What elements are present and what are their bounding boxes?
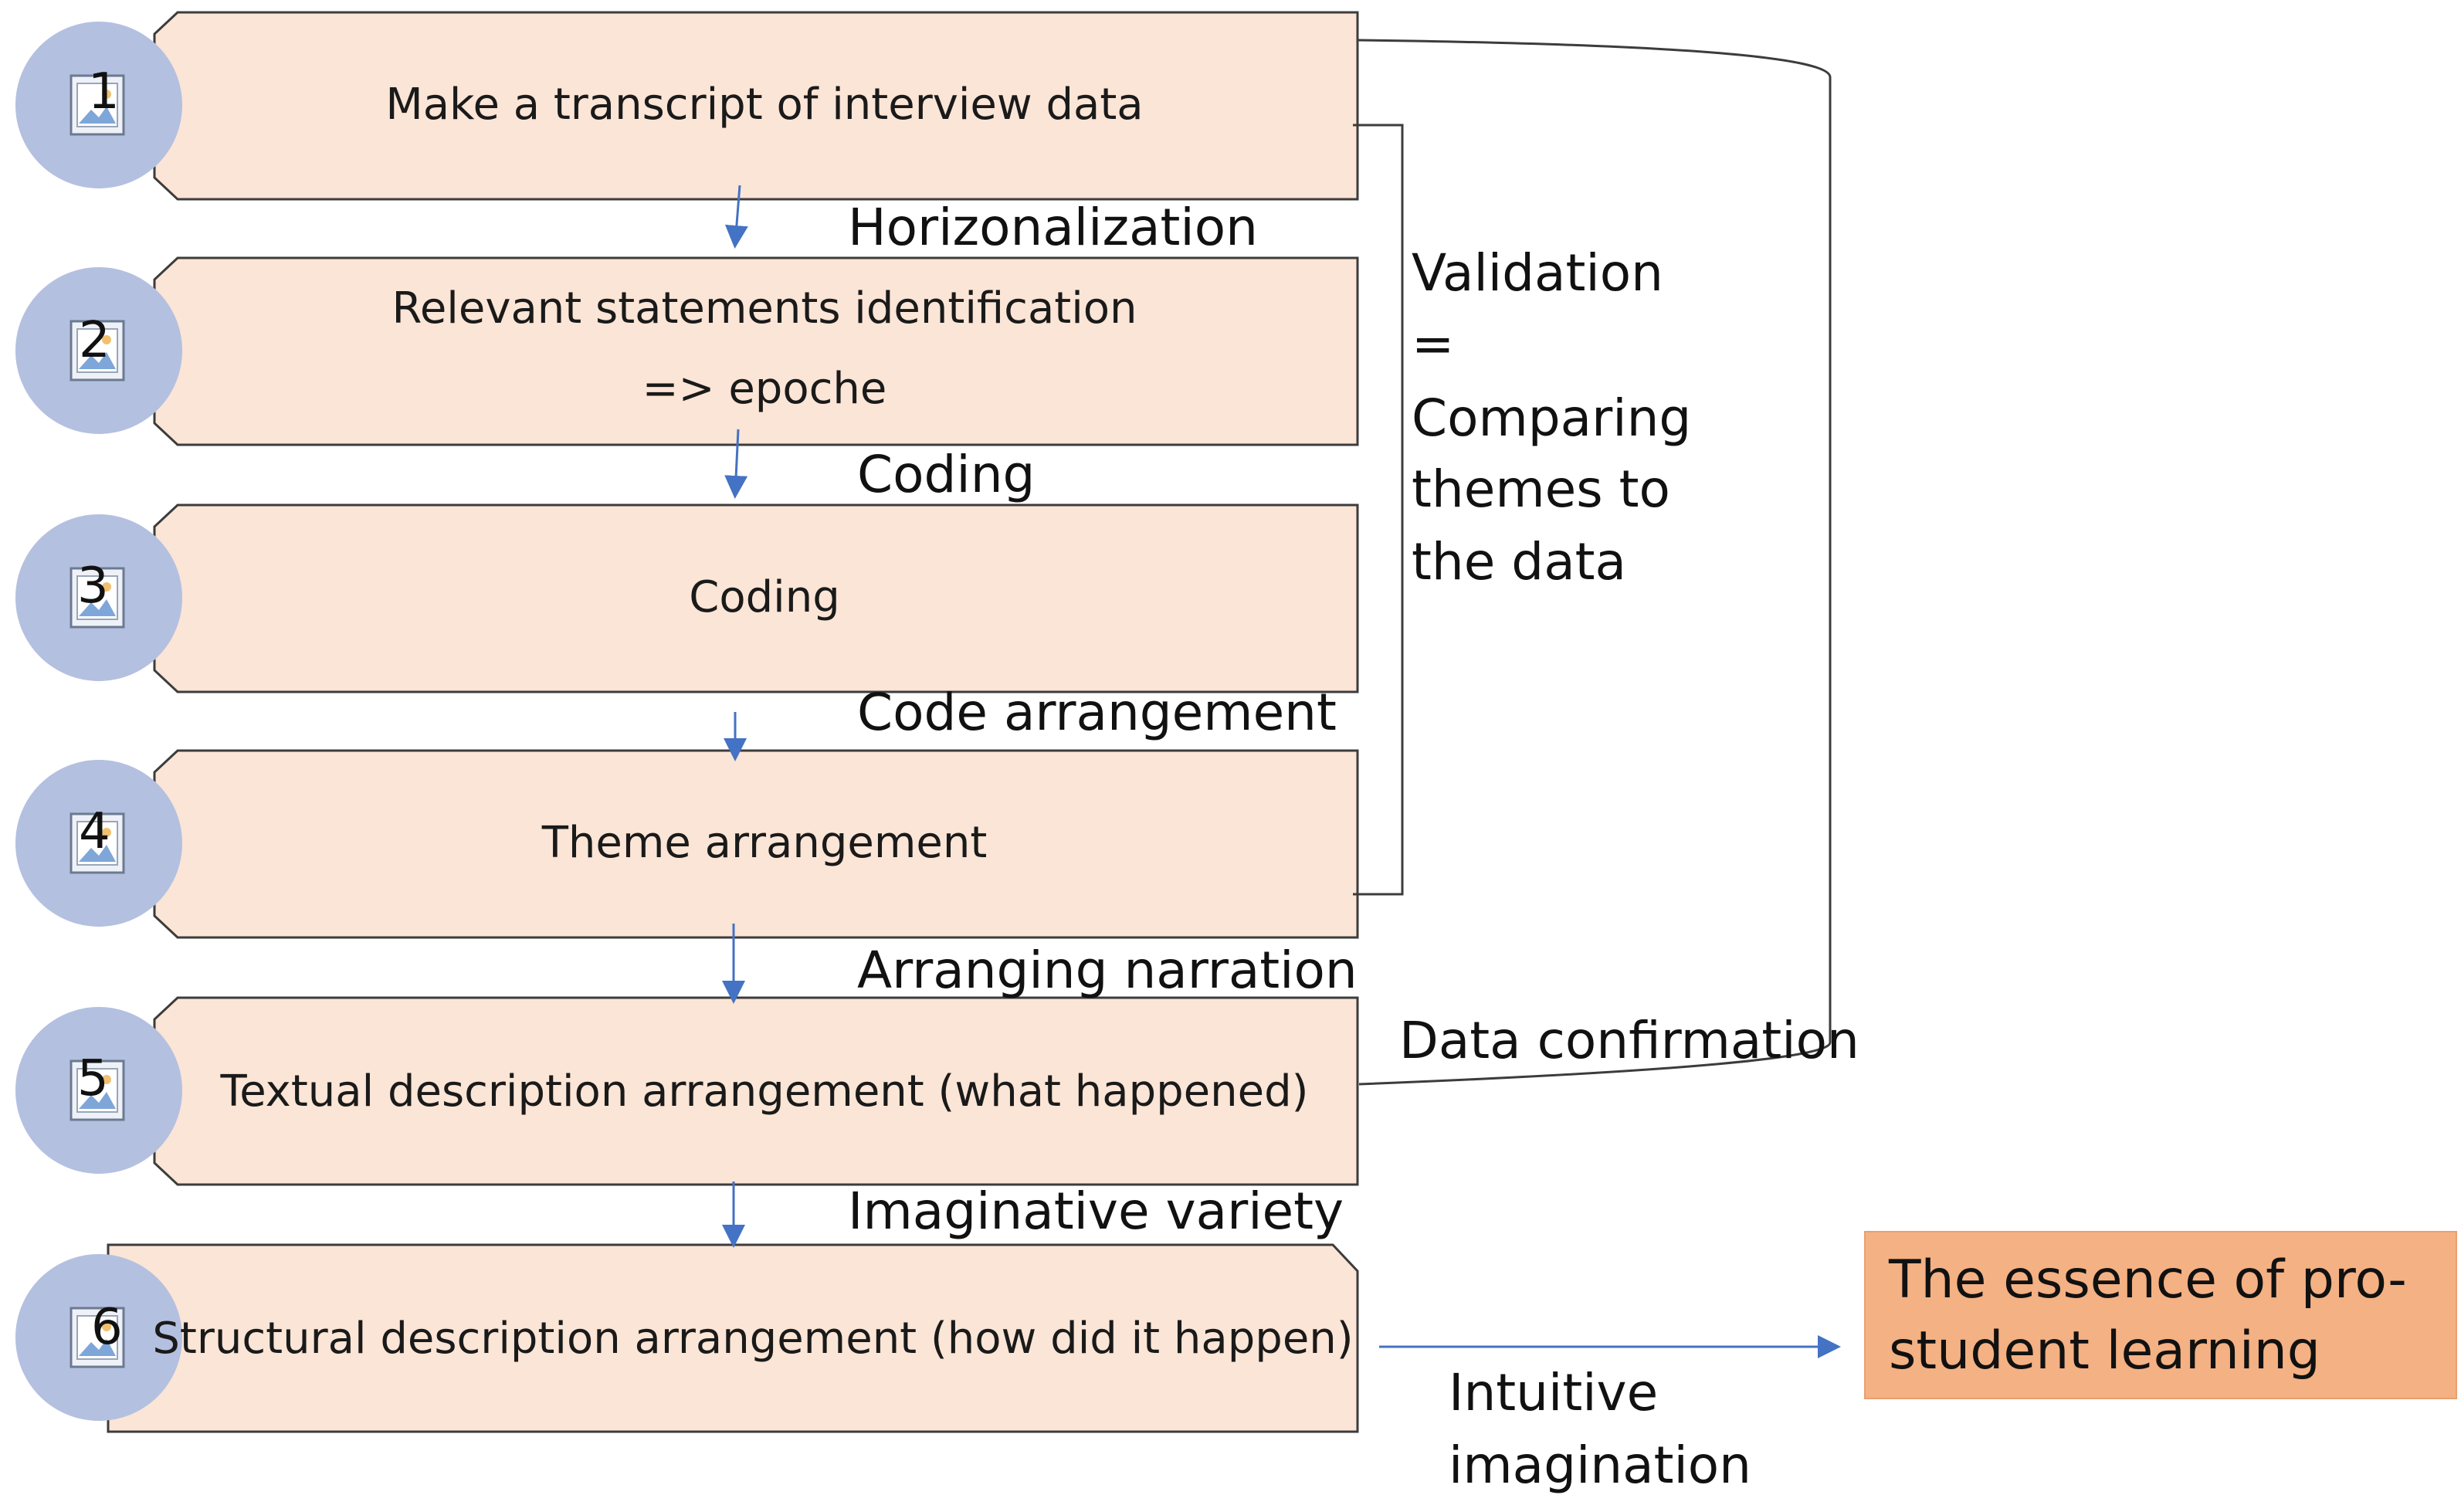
result-line: student learning (1889, 1320, 2320, 1381)
transition-label: Arranging narration (857, 941, 1358, 1000)
transition-label: Coding (857, 445, 1036, 504)
step-box-2 (153, 256, 1359, 446)
result-text: The essence of pro- student learning (1889, 1245, 2429, 1387)
step-box-1 (153, 11, 1359, 201)
step-number: 3 (77, 558, 109, 615)
result-box: The essence of pro- student learning (1864, 1231, 2457, 1399)
validation-line: the data (1412, 532, 1626, 592)
intuitive-label: Intuitive (1449, 1363, 1659, 1422)
validation-bracket (1353, 124, 1404, 896)
step-box-5 (153, 996, 1359, 1186)
step-box-3 (153, 503, 1359, 693)
step-label: => epoche (642, 364, 887, 414)
intuitive-label: imagination (1449, 1436, 1752, 1495)
transition-label: Code arrangement (857, 683, 1337, 742)
step-label: Make a transcript of interview data (385, 80, 1144, 130)
validation-line: Comparing (1412, 388, 1692, 448)
step-number: 4 (79, 803, 110, 860)
step-label: Textual description arrangement (what ha… (220, 1066, 1309, 1117)
step-number: 2 (79, 312, 110, 369)
step-label: Coding (689, 572, 840, 622)
data-confirmation-bracket (1358, 39, 1832, 1086)
transition-label: Horizonalization (848, 198, 1258, 257)
step-label: Structural description arrangement (how … (152, 1314, 1354, 1364)
step-label: Theme arrangement (541, 818, 988, 868)
validation-title: Validation (1412, 243, 1663, 303)
result-line: The essence of pro- (1889, 1249, 2407, 1310)
validation-equals: = (1412, 314, 1455, 374)
validation-line: themes to (1412, 459, 1670, 519)
transition-label: Imaginative variety (848, 1181, 1344, 1241)
flow-arrow-1-2 (724, 185, 748, 249)
flow-arrow-2-3 (724, 429, 748, 499)
step-label: Relevant statements identification (392, 283, 1137, 334)
data-confirmation-label: Data confirmation (1399, 1011, 1859, 1070)
step-number: 6 (91, 1299, 123, 1356)
step-number: 5 (77, 1050, 109, 1107)
step-box-4 (153, 749, 1359, 939)
step-number: 1 (88, 63, 120, 120)
